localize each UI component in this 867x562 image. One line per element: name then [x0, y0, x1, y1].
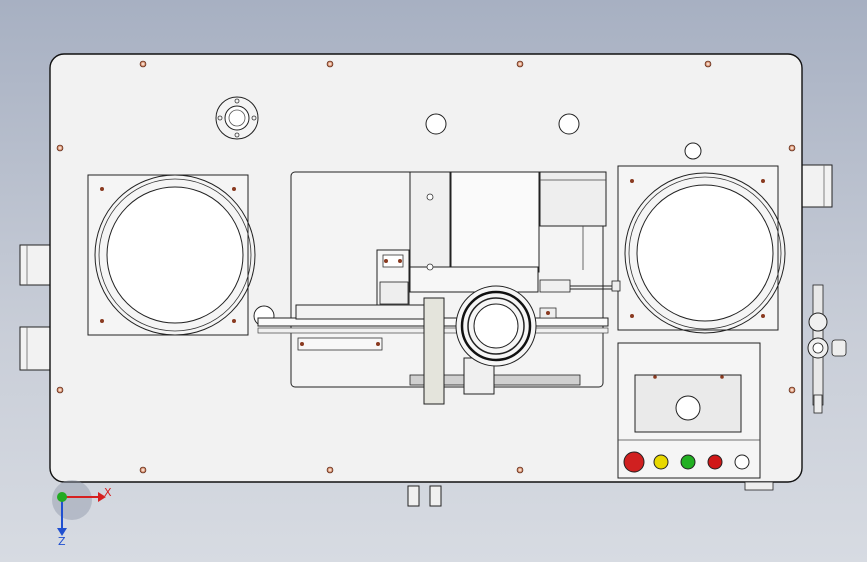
inspection-camera [455, 285, 537, 395]
right-wafer-chuck [617, 165, 786, 334]
mount-hole [558, 113, 580, 135]
perimeter-bolts [56, 60, 796, 474]
left-port-upper [19, 244, 51, 286]
central-module [290, 171, 607, 388]
top-flange [215, 96, 259, 140]
sensor-bracket [376, 249, 410, 311]
y-axis-dot [57, 492, 67, 502]
emergency-stop-button[interactable] [623, 451, 645, 473]
air-line [539, 279, 621, 293]
green-button[interactable] [680, 454, 696, 470]
z-axis-label: Z [58, 535, 66, 548]
mount-hole [684, 142, 702, 160]
valve-assembly [807, 284, 847, 414]
left-wafer-chuck [87, 174, 275, 336]
white-button[interactable] [734, 454, 750, 470]
x-axis-label: X [104, 486, 112, 499]
yellow-button[interactable] [653, 454, 669, 470]
vertical-guide [423, 297, 445, 405]
red-button[interactable] [707, 454, 723, 470]
panel-buttons [623, 451, 750, 473]
bottom-connectors [407, 481, 774, 507]
left-port-lower [19, 326, 51, 371]
right-port [799, 164, 833, 208]
axis-triad: X Z [52, 480, 112, 548]
mount-hole [425, 113, 447, 135]
